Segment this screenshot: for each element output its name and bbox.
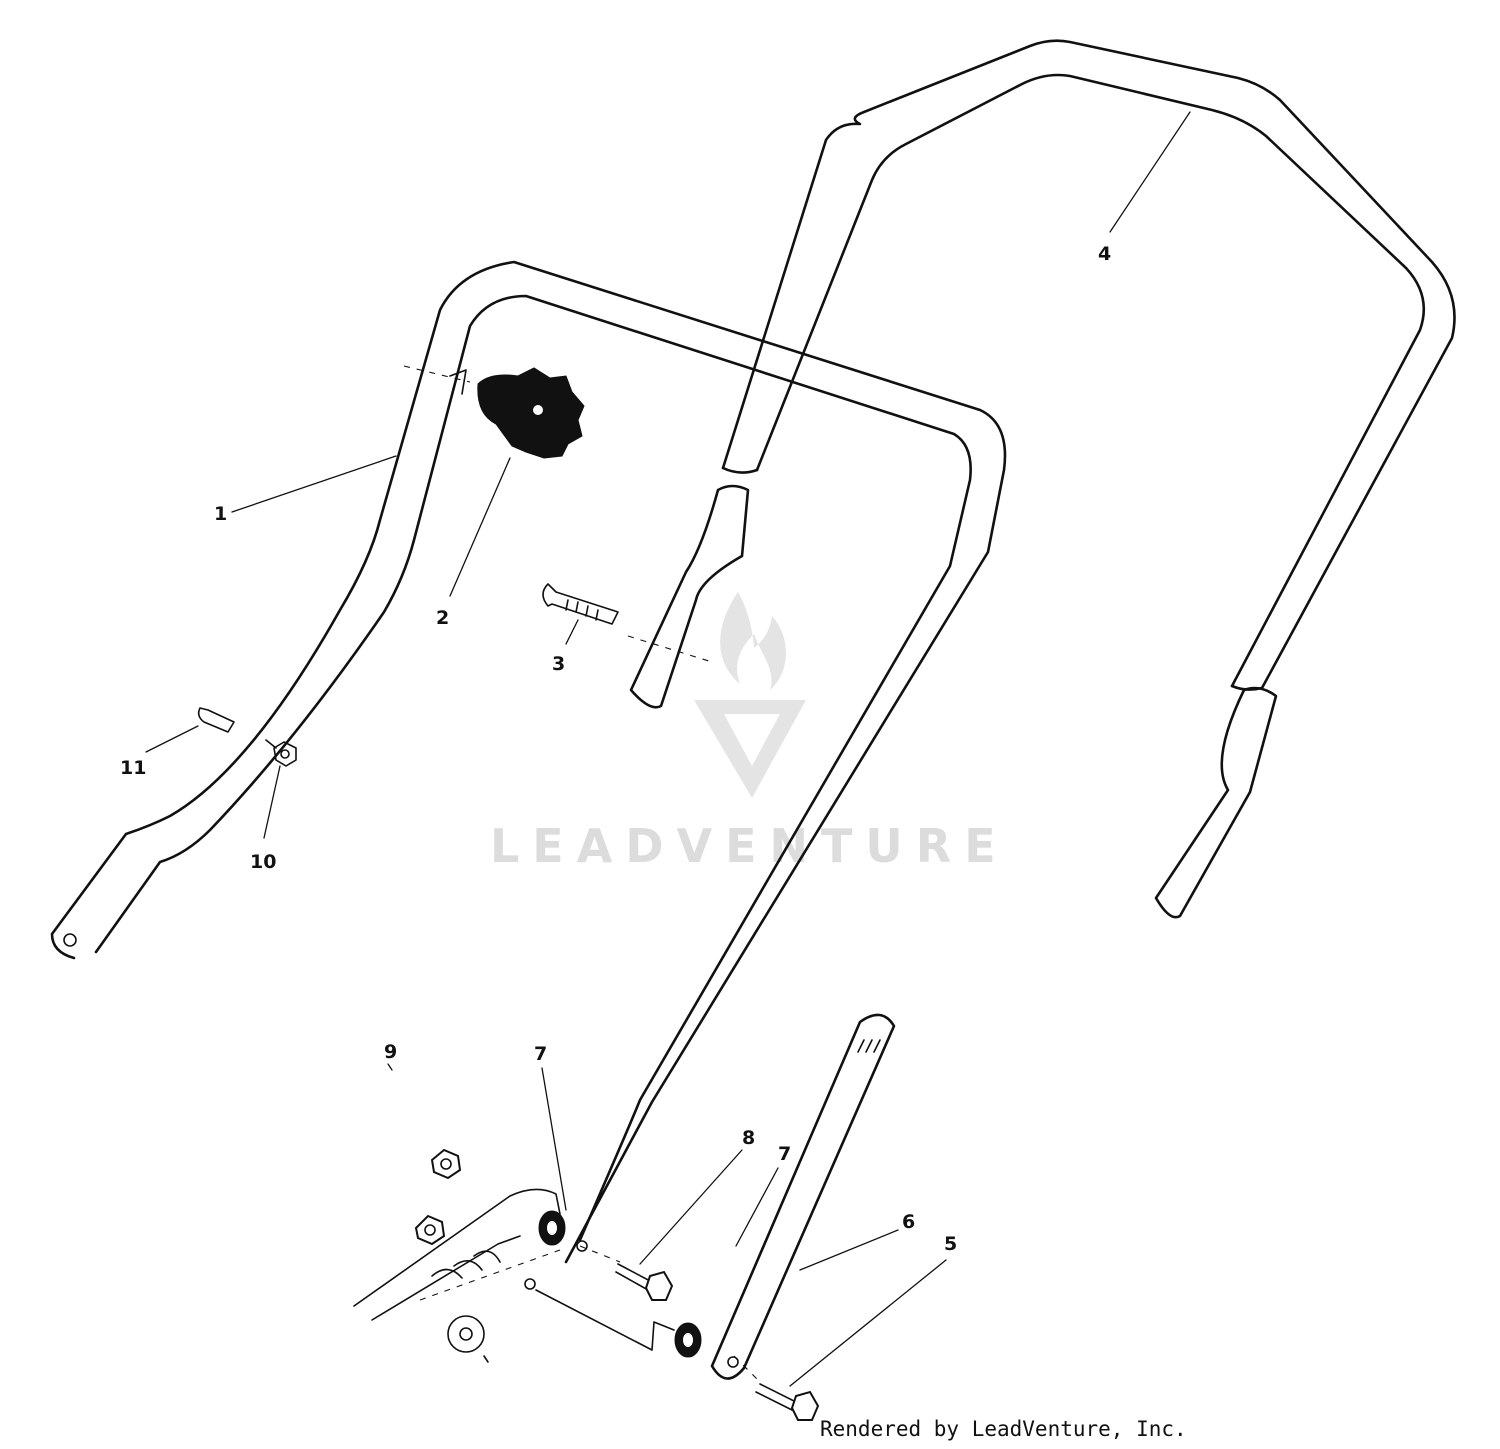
part-number-labels: 1 2 3 4 5 6 7 7 8 9 10 11 — [120, 243, 1111, 1255]
part-label-1: 1 — [214, 503, 227, 525]
part-label-4: 4 — [1098, 243, 1111, 265]
small-nut — [273, 741, 297, 767]
part-label-5: 5 — [944, 1233, 957, 1255]
pin — [197, 707, 235, 733]
leader-lines — [145, 111, 1191, 1387]
upper-handle — [629, 39, 1456, 919]
alignment-lines — [403, 365, 761, 1383]
v-logo-icon — [694, 700, 806, 798]
watermark-text: LEADVENTURE — [490, 819, 1009, 873]
lower-handle — [50, 260, 1007, 1264]
part-label-2: 2 — [436, 607, 449, 629]
part-label-9: 9 — [384, 1041, 397, 1063]
flame-logo-icon — [720, 592, 786, 690]
leadventure-watermark: LEADVENTURE — [490, 592, 1009, 873]
part-label-7b: 7 — [778, 1143, 791, 1165]
carriage-bolt — [542, 583, 619, 625]
hex-nuts — [414, 1148, 462, 1246]
part-label-3: 3 — [552, 653, 565, 675]
credit-text: Rendered by LeadVenture, Inc. — [820, 1417, 1187, 1441]
part-label-7a: 7 — [534, 1043, 547, 1065]
part-label-11: 11 — [120, 757, 146, 779]
star-knob — [477, 367, 585, 459]
hex-bolts — [615, 1263, 820, 1421]
part-label-8: 8 — [742, 1127, 755, 1149]
part-label-6: 6 — [902, 1211, 915, 1233]
part-label-10: 10 — [250, 851, 276, 873]
brace-bar — [710, 1013, 896, 1380]
bushings — [538, 1210, 702, 1358]
deck-fragment — [353, 1188, 675, 1363]
